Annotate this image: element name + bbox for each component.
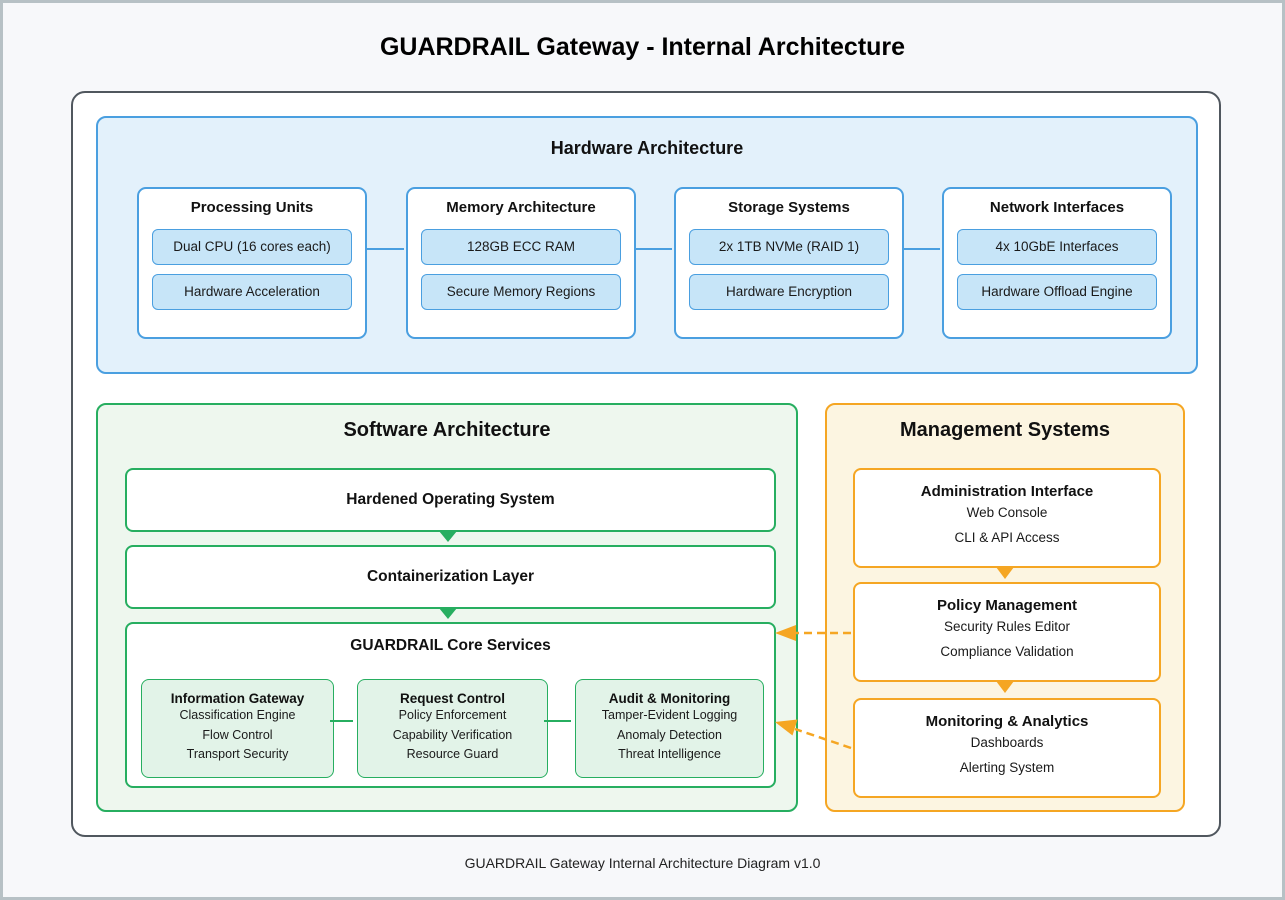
hardware-item: Hardware Encryption	[689, 274, 889, 310]
hardware-item: Secure Memory Regions	[421, 274, 621, 310]
hardware-group-network-interfaces: Network Interfaces 4x 10GbE Interfaces H…	[942, 187, 1172, 339]
layer-hardened-os: Hardened Operating System	[125, 468, 776, 532]
module-item: Tamper-Evident Logging	[601, 708, 738, 722]
group-title: Processing Units	[190, 199, 314, 216]
layer-containerization: Containerization Layer	[125, 545, 776, 609]
module-title: Request Control	[399, 691, 505, 706]
hardware-section-title: Hardware Architecture	[550, 138, 744, 158]
panel-item: Dashboards	[970, 735, 1044, 750]
panel-policy-management: Policy Management Security Rules Editor …	[853, 582, 1161, 682]
core-module-information-gateway: Information Gateway Classification Engin…	[141, 679, 334, 778]
hardware-item: Hardware Acceleration	[152, 274, 352, 310]
page-title: GUARDRAIL Gateway - Internal Architectur…	[379, 33, 906, 61]
hardware-architecture-section: Hardware Architecture Processing Units D…	[96, 116, 1198, 374]
panel-title: Policy Management	[936, 597, 1078, 614]
module-item: Policy Enforcement	[398, 708, 507, 722]
diagram-footer: GUARDRAIL Gateway Internal Architecture …	[464, 855, 821, 871]
hardware-item: Dual CPU (16 cores each)	[152, 229, 352, 265]
core-module-request-control: Request Control Policy Enforcement Capab…	[357, 679, 548, 778]
panel-item: Compliance Validation	[940, 644, 1074, 659]
module-item: Anomaly Detection	[617, 727, 722, 742]
panel-monitoring-analytics: Monitoring & Analytics Dashboards Alerti…	[853, 698, 1161, 798]
panel-administration-interface: Administration Interface Web Console CLI…	[853, 468, 1161, 568]
module-title: Audit & Monitoring	[608, 691, 731, 706]
module-item: Capability Verification	[392, 727, 513, 742]
hardware-group-memory-architecture: Memory Architecture 128GB ECC RAM Secure…	[406, 187, 636, 339]
management-systems-section: Management Systems Administration Interf…	[825, 403, 1185, 812]
hardware-item: 4x 10GbE Interfaces	[957, 229, 1157, 265]
hardware-group-processing-units: Processing Units Dual CPU (16 cores each…	[137, 187, 367, 339]
module-item: Resource Guard	[406, 747, 499, 761]
panel-item: Web Console	[966, 505, 1048, 520]
group-title: Network Interfaces	[989, 199, 1125, 216]
module-item: Classification Engine	[179, 708, 296, 722]
panel-item: CLI & API Access	[954, 530, 1060, 545]
guardrail-core-services-box: GUARDRAIL Core Services Information Gate…	[125, 622, 776, 788]
panel-item: Alerting System	[959, 760, 1055, 775]
software-architecture-section: Software Architecture Hardened Operating…	[96, 403, 798, 812]
core-module-audit-monitoring: Audit & Monitoring Tamper-Evident Loggin…	[575, 679, 764, 778]
panel-title: Monitoring & Analytics	[925, 713, 1089, 730]
hardware-group-storage-systems: Storage Systems 2x 1TB NVMe (RAID 1) Har…	[674, 187, 904, 339]
software-section-title: Software Architecture	[343, 419, 551, 441]
hardware-item: 128GB ECC RAM	[421, 229, 621, 265]
module-item: Transport Security	[186, 747, 289, 761]
group-title: Memory Architecture	[446, 199, 596, 216]
hardware-item: Hardware Offload Engine	[957, 274, 1157, 310]
core-services-title: GUARDRAIL Core Services	[350, 637, 551, 654]
panel-title: Administration Interface	[920, 483, 1094, 500]
panel-item: Security Rules Editor	[943, 619, 1071, 634]
module-title: Information Gateway	[170, 691, 305, 706]
management-section-title: Management Systems	[899, 419, 1111, 441]
group-title: Storage Systems	[728, 199, 850, 216]
module-item: Threat Intelligence	[618, 747, 721, 761]
hardware-item: 2x 1TB NVMe (RAID 1)	[689, 229, 889, 265]
module-item: Flow Control	[202, 727, 273, 742]
